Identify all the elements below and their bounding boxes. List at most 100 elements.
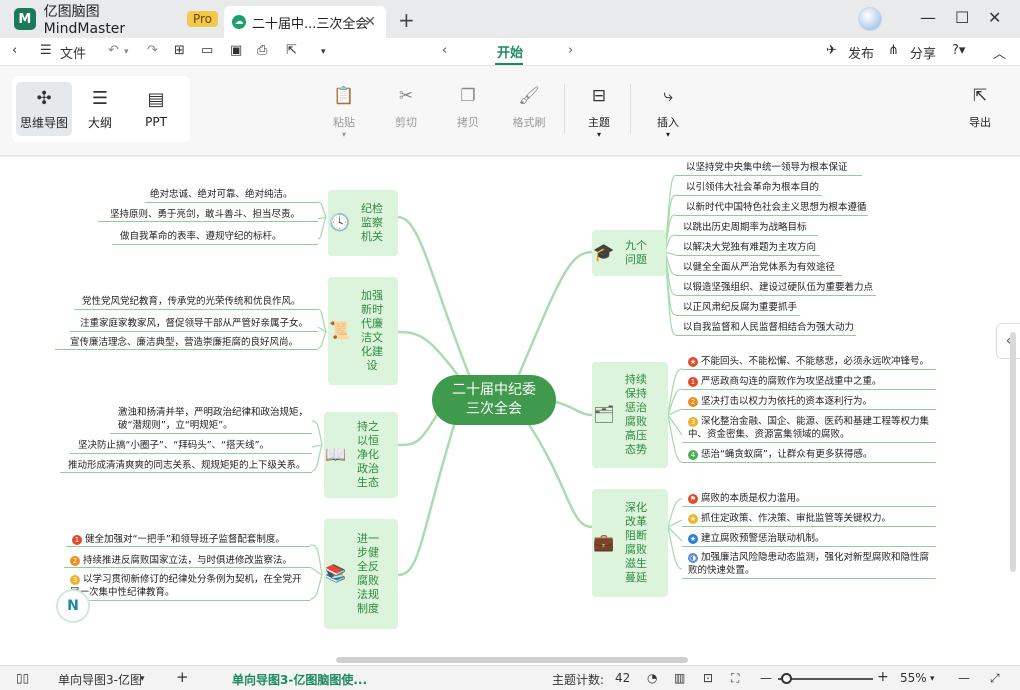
branch-topic-4[interactable]: 📚 进一步健全反腐败法规制度 (324, 519, 398, 629)
leaf-5-4[interactable]: 以跳出历史周期率为战略目标 (683, 222, 807, 233)
minimize-panel-icon[interactable]: — (958, 671, 970, 685)
leaf-6-1[interactable]: ★不能回头、不能松懈、不能慈悲，必须永远吹冲锋号。 (688, 355, 929, 368)
branch-topic-5[interactable]: 🎓 九个问题 (592, 230, 666, 276)
avatar[interactable] (858, 7, 882, 31)
menu-icon[interactable]: ☰ (40, 43, 52, 58)
branch-topic-2[interactable]: 📜 加强新时代廉洁文化建设 (328, 277, 398, 385)
minimize-icon[interactable]: — (920, 8, 936, 27)
undo-icon[interactable]: ↶ (108, 43, 119, 58)
print-icon[interactable]: ⎙ (257, 43, 268, 58)
leaf-5-5[interactable]: 以解决大党独有难题为主攻方向 (683, 242, 817, 253)
close-window-icon[interactable]: ✕ (988, 8, 1002, 27)
open-folder-icon[interactable]: ▭ (201, 43, 214, 58)
zoom-level[interactable]: 55% (900, 671, 927, 685)
tab-start[interactable]: 开始 (497, 46, 524, 61)
leaf-7-3[interactable]: ★建立腐败预警惩治联动机制。 (688, 532, 825, 545)
leaf-3-1[interactable]: 激浊和扬清并举，严明政治纪律和政治规矩，破“潜规则”，立“明规矩”。 (118, 407, 309, 431)
zoom-slider-track[interactable] (778, 678, 873, 680)
zoom-in-button[interactable]: + (877, 669, 889, 685)
view-ppt-button[interactable]: ▤ PPT (128, 82, 184, 136)
leaf-2-1[interactable]: 党性党风党纪教育，传承党的光荣传统和优良作风。 (82, 296, 301, 307)
view-outline-button[interactable]: ☰ 大纲 (72, 82, 128, 136)
fit-page-icon[interactable]: ⊡ (703, 671, 714, 685)
leaf-5-8[interactable]: 以正风肃纪反腐为重要抓手 (683, 302, 798, 313)
paste-dropdown-icon[interactable]: ▾ (341, 130, 346, 139)
page-tab[interactable]: 单向导图3-亿图 (58, 673, 142, 687)
add-page-button[interactable]: + (176, 668, 189, 686)
paste-button[interactable]: 📋 粘贴 ▾ (319, 86, 369, 139)
save-icon[interactable]: ▣ (230, 43, 243, 58)
zoom-dropdown-icon[interactable]: ▾ (930, 674, 935, 684)
leaf-5-2[interactable]: 以引领伟大社会革命为根本目的 (686, 182, 820, 193)
leaf-1-1[interactable]: 绝对忠诚、绝对可靠、绝对纯洁。 (150, 189, 293, 200)
cut-button[interactable]: ✂ 剪切 (381, 86, 431, 130)
share-button[interactable]: 分享 (910, 47, 937, 62)
leaf-5-9[interactable]: 以自我监督和人民监督相结合为强大动力 (683, 322, 855, 333)
help-icon[interactable]: ?▾ (952, 43, 966, 58)
page-tab-dropdown-icon[interactable]: ▾ (140, 674, 145, 684)
prev-tab-chevron-icon[interactable]: ‹ (442, 43, 448, 58)
fullscreen-icon[interactable]: ⛶ (731, 671, 740, 685)
topic-button[interactable]: ⊟ 主题 ▾ (574, 86, 624, 139)
branch-topic-1[interactable]: 🕓 纪检监察机关 (328, 190, 398, 256)
zoom-out-button[interactable]: — (760, 671, 772, 685)
redo-icon[interactable]: ↷ (147, 43, 158, 58)
insert-dropdown-icon[interactable]: ▾ (665, 130, 670, 139)
new-file-icon[interactable]: ⊞ (174, 43, 185, 58)
export-small-icon[interactable]: ⇱ (286, 43, 297, 58)
branch-topic-3[interactable]: 📖 持之以恒净化政治生态 (324, 412, 398, 498)
vertical-scrollbar[interactable] (1010, 332, 1016, 572)
insert-button[interactable]: ⤷ 插入 ▾ (643, 86, 693, 139)
leaf-1-2[interactable]: 坚持原则、勇于亮剑，敢斗善斗、担当尽责。 (110, 209, 301, 220)
file-menu[interactable]: 文件 (60, 47, 87, 62)
export-button[interactable]: ⇱ 导出 (955, 86, 1005, 130)
zoom-slider-handle[interactable] (781, 673, 792, 684)
close-tab-button[interactable]: ✕ (364, 14, 376, 30)
leaf-3-2[interactable]: 坚决防止搞“小圈子”、“拜码头”、“搭天线”。 (78, 440, 270, 451)
new-tab-button[interactable]: + (398, 8, 415, 32)
book-view-icon[interactable]: ▥ (674, 671, 686, 685)
leaf-1-3[interactable]: 做自我革命的表率、遵规守纪的标杆。 (120, 231, 282, 242)
publish-button[interactable]: 发布 (848, 47, 875, 62)
maximize-icon[interactable]: ☐ (955, 8, 970, 27)
next-tab-chevron-icon[interactable]: › (568, 43, 574, 58)
copy-button[interactable]: ❐ 拷贝 (443, 86, 493, 130)
leaf-7-4[interactable]: ◑加强廉洁风险隐患动态监测，强化对新型腐败和隐性腐败的快速处置。 (688, 551, 936, 577)
mindmap-canvas[interactable]: 二十届中纪委 三次全会 🕓 纪检监察机关 📜 加强新时代廉洁文化建设 📖 持之以… (0, 157, 1020, 665)
more-dropdown-icon[interactable]: ▾ (321, 47, 326, 57)
app-tab[interactable]: M 亿图脑图MindMaster Pro (0, 0, 218, 38)
view-mindmap-button[interactable]: ✣ 思维导图 (16, 82, 72, 136)
expand-icon[interactable]: ⤢ (990, 671, 1000, 685)
branch-topic-7[interactable]: 💼 深化改革阻断腐败滋生蔓延 (592, 489, 668, 597)
theme-icon[interactable]: ◔ (647, 671, 658, 685)
branch-topic-6[interactable]: 🗂 持续保持惩治腐败高压态势 (592, 362, 668, 468)
leaf-7-1[interactable]: ⚑腐败的本质是权力滥用。 (688, 492, 806, 505)
collapse-ribbon-chevron-icon[interactable]: ︿ (993, 47, 1007, 62)
horizontal-scrollbar[interactable] (336, 657, 688, 663)
assistant-logo-icon[interactable]: N (56, 589, 90, 623)
number-3-icon: 3 (70, 575, 80, 585)
side-panel-toggle-chevron-icon[interactable]: ‹ (996, 323, 1020, 359)
document-tab[interactable]: ☁ 二十届中...三次全会 ✕ (224, 6, 386, 38)
leaf-2-2[interactable]: 注重家庭家教家风，督促领导干部从严管好亲属子女。 (80, 318, 309, 329)
undo-dropdown-icon[interactable]: ▾ (124, 47, 129, 57)
leaf-5-6[interactable]: 以健全全面从严治党体系为有效途径 (683, 262, 836, 273)
page-list-icon[interactable]: ▯▯ (16, 671, 30, 685)
leaf-5-3[interactable]: 以新时代中国特色社会主义思想为根本遵循 (686, 202, 867, 213)
topic-dropdown-icon[interactable]: ▾ (596, 130, 601, 139)
leaf-2-3[interactable]: 宣传廉洁理念、廉洁典型，营造崇廉拒腐的良好风尚。 (70, 337, 299, 348)
leaf-7-2[interactable]: ★抓住定政策、作决策、审批监管等关键权力。 (688, 512, 891, 525)
leaf-3-3[interactable]: 推动形成清清爽爽的同志关系、规规矩矩的上下级关系。 (68, 460, 306, 471)
central-topic[interactable]: 二十届中纪委 三次全会 (432, 375, 556, 425)
leaf-5-7[interactable]: 以锻造坚强组织、建设过硬队伍为重要着力点 (683, 282, 874, 293)
format-painter-button[interactable]: 🖌 格式刷 (504, 86, 554, 130)
leaf-5-1[interactable]: 以坚持党中央集中统一领导为根本保证 (686, 162, 848, 173)
back-icon[interactable]: ‹ (12, 43, 18, 58)
